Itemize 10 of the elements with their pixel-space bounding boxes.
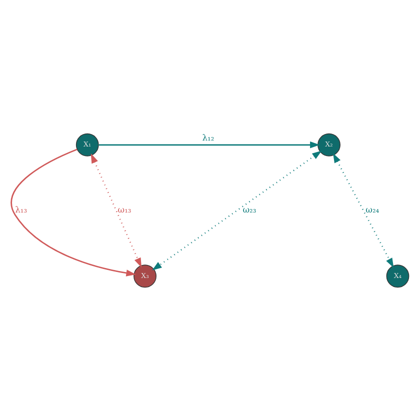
arrow: [10, 148, 136, 276]
edge-label: ω₂₄: [366, 204, 380, 214]
arrow: [332, 152, 394, 268]
edge-label: λ₁₃: [15, 204, 28, 214]
edge-label: ω₁₃: [118, 204, 132, 214]
arrow: [152, 150, 322, 270]
edge-label: λ₁₂: [202, 132, 214, 142]
arrow: [90, 152, 142, 268]
edge-label: ω₂₃: [242, 204, 256, 214]
arrow: [98, 140, 320, 148]
